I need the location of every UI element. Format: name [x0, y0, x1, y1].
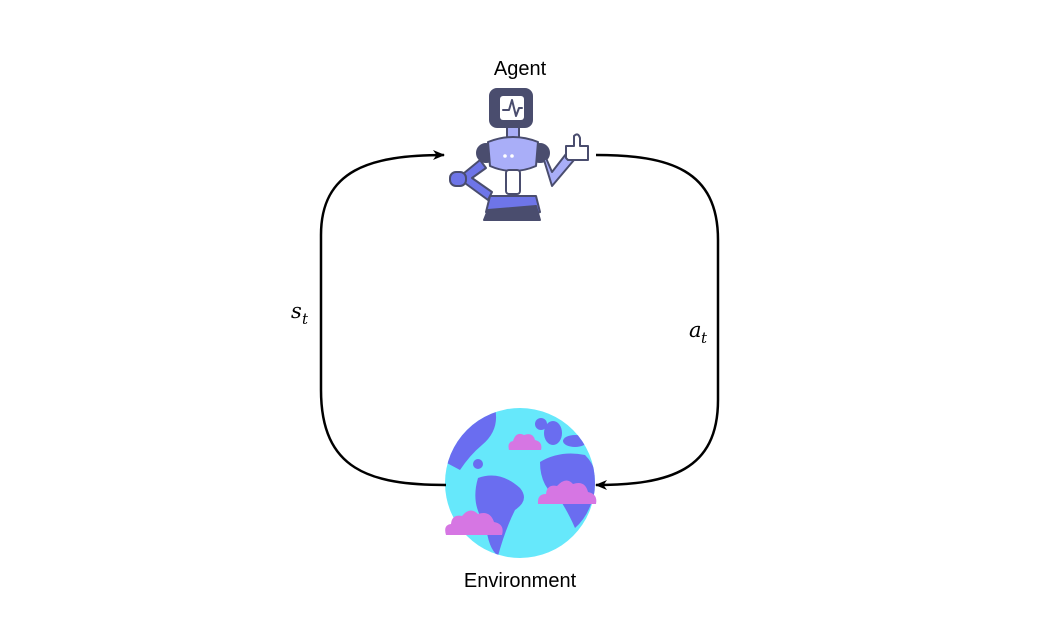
state-subscript: t [302, 310, 309, 328]
action-subscript: t [701, 329, 708, 347]
state-label: s t [291, 299, 309, 328]
agent-label: Agent [494, 58, 547, 80]
state-arrow [319, 150, 447, 487]
action-symbol: a [689, 318, 702, 342]
robot-icon [449, 88, 589, 221]
action-arrow [595, 153, 720, 490]
state-symbol: s [291, 299, 302, 323]
globe-icon [445, 408, 597, 558]
environment-label: Environment [464, 570, 577, 592]
action-label: a t [689, 318, 708, 347]
